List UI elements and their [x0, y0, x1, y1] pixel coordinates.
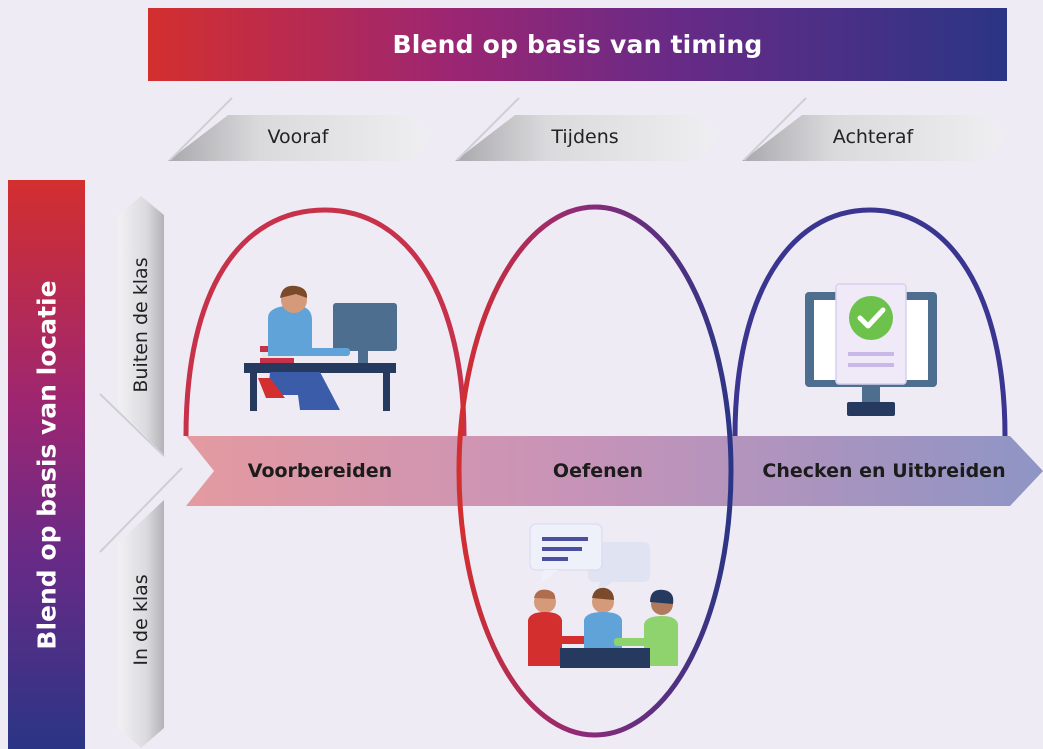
timing-label-achteraf: Achteraf: [832, 126, 914, 148]
phase-label-voorbereiden: Voorbereiden: [247, 460, 393, 482]
phase-label-oefenen: Oefenen: [552, 460, 644, 482]
phase-arrow: [186, 436, 1043, 506]
oval-inside-middle: [456, 204, 734, 738]
location-chevron-outside: [99, 196, 165, 457]
person-at-computer-icon: [244, 285, 397, 411]
timing-label-vooraf: Vooraf: [267, 126, 329, 148]
phase-label-checken: Checken en Uitbreiden: [762, 460, 1006, 482]
location-banner: Blend op basis van locatie: [8, 180, 85, 749]
timing-chevron-achteraf: [742, 97, 1004, 161]
oval-outside-left: [183, 207, 467, 437]
timing-label-tijdens: Tijdens: [551, 126, 619, 148]
group-discussion-icon: [528, 523, 678, 668]
timing-banner-title: Blend op basis van timing: [392, 30, 763, 59]
monitor-checklist-icon: [805, 283, 937, 416]
location-label-inside: In de klas: [130, 574, 152, 666]
timing-chevron-vooraf: [168, 97, 430, 161]
location-label-outside: Buiten de klas: [130, 257, 152, 393]
location-chevron-inside: [99, 467, 183, 748]
timing-chevron-tijdens: [455, 97, 717, 161]
timing-banner: Blend op basis van timing: [148, 8, 1007, 81]
oval-outside-right: [732, 207, 1008, 437]
